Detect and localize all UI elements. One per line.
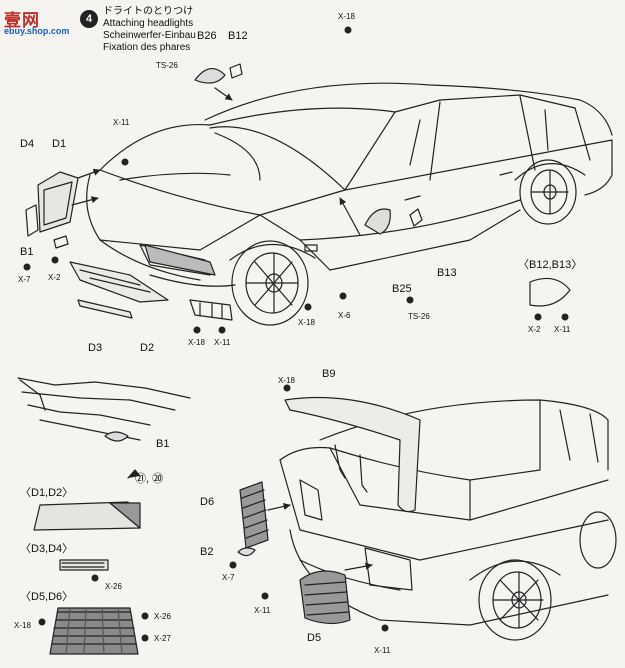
label-x2: X-2 [48, 273, 61, 282]
label-x11-hood: X-11 [113, 118, 130, 127]
part-b2 [237, 547, 256, 557]
part-d5-lamp [299, 562, 373, 625]
label-x18-d5: X-18 [14, 621, 31, 630]
label-x26-d5: X-26 [154, 612, 171, 621]
title-japanese: ドライトのとりつけ [103, 6, 194, 17]
watermark-logo: 壹网 ebuy.shop.com [4, 6, 74, 38]
label-x18-roof: X-18 [338, 12, 355, 21]
label-b26: B26 [197, 30, 217, 42]
logo-url: ebuy.shop.com [4, 26, 70, 36]
label-x7-rear: X-7 [222, 573, 235, 582]
part-d6-lamp [239, 481, 291, 549]
headlight-parts-front [25, 63, 571, 321]
label-x27-d5: X-27 [154, 634, 171, 643]
step-number: 4 [80, 10, 98, 28]
label-paint-21-20: ㉑, ⑳ [135, 473, 164, 485]
label-b25: B25 [392, 283, 412, 295]
part-d5-d6 [49, 607, 139, 655]
label-b9: B9 [322, 368, 336, 380]
step-header: 壹网 ebuy.shop.com 4 ドライトのとりつけ Attaching h… [0, 0, 260, 53]
label-d5: D5 [307, 632, 322, 644]
label-x11-mirror: X-11 [554, 325, 571, 334]
part-d1-d2 [33, 469, 141, 531]
bolt-markers [23, 26, 569, 642]
label-d1: D1 [52, 138, 67, 150]
label-b1-detail: B1 [156, 438, 170, 450]
label-x18-wheel: X-18 [298, 318, 315, 327]
label-x6: X-6 [338, 311, 351, 320]
logo-text: 壹网 [4, 11, 40, 31]
title-french: Fixation des phares [103, 42, 191, 53]
label-b2: B2 [200, 546, 214, 558]
car-front-view [86, 82, 613, 326]
label-ts26-top: TS-26 [156, 61, 178, 70]
label-b12: B12 [228, 30, 248, 42]
label-d6: D6 [200, 496, 215, 508]
label-x18-wing: X-18 [278, 376, 295, 385]
label-x2-mirror: X-2 [528, 325, 541, 334]
label-x11-rear: X-11 [254, 606, 271, 615]
label-d3-d4: 〈D3,D4〉 [20, 543, 74, 555]
label-b12-b13: 〈B12,B13〉 [518, 259, 583, 271]
label-x26-d3: X-26 [105, 582, 122, 591]
label-b1: B1 [20, 246, 34, 258]
label-d5-d6: 〈D5,D6〉 [20, 591, 74, 603]
part-d3-d4 [59, 559, 109, 571]
title-english: Attaching headlights [103, 18, 194, 29]
label-d4: D4 [20, 138, 35, 150]
label-b13: B13 [437, 267, 457, 279]
label-d3: D3 [88, 342, 103, 354]
label-x11-tail: X-11 [374, 646, 391, 655]
rear-spoiler [284, 396, 421, 513]
label-x11-bumper: X-11 [214, 338, 231, 347]
label-d1-d2: 〈D1,D2〉 [20, 487, 74, 499]
label-d2: D2 [140, 342, 155, 354]
label-x7: X-7 [18, 275, 31, 284]
label-x18-bumper: X-18 [188, 338, 205, 347]
bumper-detail [17, 377, 191, 442]
title-german: Scheinwerfer-Einbau [103, 30, 196, 41]
label-ts26-mirror: TS-26 [408, 312, 430, 321]
